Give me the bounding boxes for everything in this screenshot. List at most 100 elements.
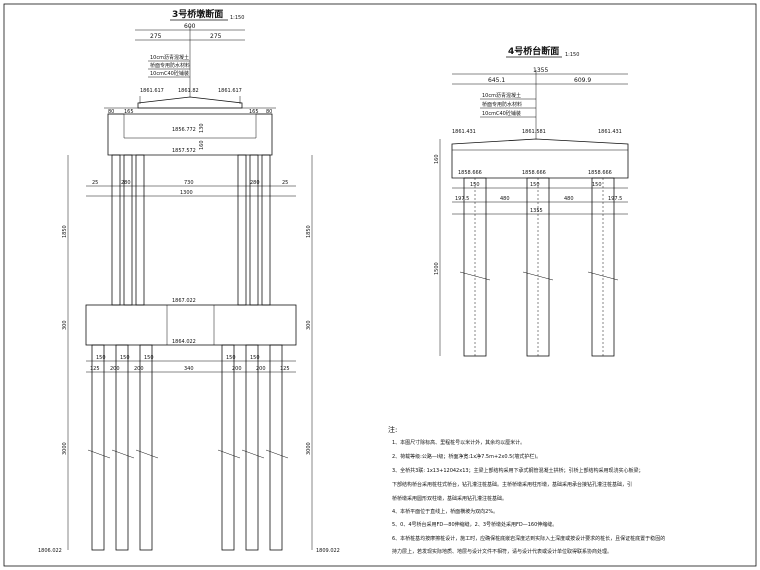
- pier3-deck: [137, 96, 243, 109]
- pier3-column: [249, 154, 259, 306]
- pier3-dim-cap-80a: 80: [108, 109, 114, 115]
- pier3-column: [135, 154, 145, 306]
- pier3-pile-dim-b: 200: [110, 366, 120, 372]
- pier3-pile: [269, 344, 283, 551]
- pier3-pile-dim-150: 150: [226, 355, 236, 361]
- pier3-elev-cap-bot: 1857.572: [172, 148, 196, 154]
- pier3-cap-inner: [108, 113, 272, 139]
- abut4-elev-cap-m: 1858.666: [522, 170, 546, 176]
- note-line: 3、全桥共3联: 1x13+12042x13；主梁上部结构采用下承式钢管混凝土拱…: [392, 467, 644, 474]
- note-line: 5、0、4号桥台采用FD—80伸缩缝，2、3号桥墩处采用FD—160伸缩缝。: [392, 521, 557, 528]
- pier3-column: [123, 154, 133, 306]
- notes-block: 注: 1、本图尺寸除标高、里程桩号以米计外，其余均以厘米计。 2、荷载等级:公路…: [388, 425, 665, 555]
- abut4-elev-mid: 1861.581: [522, 129, 546, 135]
- pier3-dim-3000-right: 3000: [306, 442, 312, 455]
- pier3-pile-dim-150: 150: [250, 355, 260, 361]
- abut4-layer-3: 10cmC40砼铺装: [482, 110, 521, 117]
- pier3-pile-dim-150: 150: [144, 355, 154, 361]
- pier3-dim-280b: 280: [250, 180, 260, 186]
- pier3-dim-275a: 275: [150, 33, 162, 40]
- abut4-elev-cap-l: 1858.666: [458, 170, 482, 176]
- abut4-pile-dim-150: 150: [470, 182, 480, 188]
- pier3-elev-cap-mid: 1856.772: [172, 127, 196, 133]
- pier3-layer-3: 10cmC40砼铺装: [150, 70, 189, 77]
- pier3-pile-dim-b: 125: [280, 366, 290, 372]
- pier3-dim-730: 730: [184, 180, 194, 186]
- pier3-piles: [87, 344, 289, 551]
- pier3-elev-pile-cap-top: 1867.022: [172, 298, 196, 304]
- pier3-pile-dim-b: 340: [184, 366, 194, 372]
- abut4-scale: 1:150: [565, 52, 579, 58]
- note-line: 6、本桥桩基均按摩擦桩设计，施工时，应确保桩底嵌岩深度达到实际入土深度或按设计要…: [392, 535, 665, 542]
- abut4-elev-left: 1861.431: [452, 129, 476, 135]
- pier3-pile: [115, 344, 129, 551]
- abut4-section: 4号桥台断面 1:150 1355 645.1 609.9 10cm沥青混凝土 …: [434, 45, 629, 357]
- pier3-pile-break-marks: [87, 449, 289, 459]
- pier3-scale: 1:150: [230, 15, 244, 21]
- abut4-piles: [459, 177, 619, 357]
- pier3-pile-dim-150: 150: [96, 355, 106, 361]
- pier3-pile-cap: [85, 304, 297, 346]
- sheet-frame: [3, 3, 757, 567]
- abut4-layer-2: 桥面专用防水材料: [482, 101, 522, 108]
- abut4-pile-break-marks: [459, 271, 619, 281]
- abut4-dim-1355: 1355: [533, 67, 548, 74]
- pier3-dim-300-left: 300: [62, 320, 68, 330]
- abut4-pile-dim-150: 150: [530, 182, 540, 188]
- pier3-cap: [107, 113, 273, 156]
- pier3-pile: [221, 344, 235, 551]
- pier3-column: [237, 154, 247, 306]
- pier3-elev-pile-cap-bot: 1864.022: [172, 339, 196, 345]
- pier3-title: 3号桥墩断面: [172, 8, 223, 20]
- abut4-elev-cap-r: 1858.666: [588, 170, 612, 176]
- pier3-dim-cap-80b: 80: [266, 109, 272, 115]
- pier3-dim-300-right: 300: [306, 320, 312, 330]
- pier3-elev-bottom-left: 1806.022: [38, 548, 62, 554]
- abut4-cap: [451, 138, 629, 179]
- abut4-span-total: 1355: [530, 208, 543, 214]
- pier3-dim-3000-left: 3000: [62, 442, 68, 455]
- pier3-pile-dim-b: 200: [134, 366, 144, 372]
- pier3-cap-vdim-130: 130: [199, 123, 205, 133]
- abut4-elev-right: 1861.431: [598, 129, 622, 135]
- pier3-dim-1850-left: 1850: [62, 225, 68, 238]
- pier3-layer-2: 桥面专用防水材料: [150, 62, 190, 69]
- abut4-dim-645: 645.1: [488, 77, 505, 84]
- pier3-dim-275b: 275: [210, 33, 222, 40]
- pier3-pile: [245, 344, 259, 551]
- abut4-dim-609: 609.9: [574, 77, 591, 84]
- pier3-pile-dim-150: 150: [120, 355, 130, 361]
- pier3-section: 3号桥墩断面 1:150 600 275 275 10cm沥青混凝土 桥面专用防…: [38, 8, 340, 554]
- pier3-layer-1: 10cm沥青混凝土: [150, 54, 189, 61]
- abut4-span-dim: 480: [564, 196, 574, 202]
- abut4-pile-dim-150: 150: [592, 182, 602, 188]
- pier3-cap-vdim-160: 160: [199, 140, 205, 150]
- abut4-span-dim: 480: [500, 196, 510, 202]
- abut4-title: 4号桥台断面: [508, 45, 559, 57]
- note-line: 1、本图尺寸除标高、里程桩号以米计外，其余均以厘米计。: [392, 439, 525, 446]
- pier3-pile-dim-b: 200: [232, 366, 242, 372]
- pier3-column: [111, 154, 121, 306]
- pier3-elev-top-mid: 1861.82: [178, 88, 199, 94]
- pier3-elev-top-left: 1861.617: [140, 88, 164, 94]
- note-line: 桥桥墩采用圆形双柱墩，基础采用钻孔灌注桩基础。: [392, 495, 507, 502]
- abut4-span-dim: 197.5: [455, 196, 469, 202]
- abut4-span-dim: 197.5: [608, 196, 622, 202]
- note-line: 持力层上，若发现实际地质、地层与设计文件不相符，请与设计代表或设计单位取得联系协…: [392, 548, 612, 555]
- pier3-pile: [91, 344, 105, 551]
- abut4-dim-160: 160: [434, 154, 440, 164]
- pier3-pile-dim-b: 200: [256, 366, 266, 372]
- note-line: 下部结构桥台采用桩柱式桥台，钻孔灌注桩基础。主桥桥墩采用柱形墩，基础采用承台接钻…: [392, 481, 632, 488]
- pier3-elev-top-right: 1861.617: [218, 88, 242, 94]
- note-line: 2、荷载等级:公路—Ⅰ级；桥面净宽:1x净7.5m+2x0.5(墙式护栏)。: [392, 453, 541, 460]
- abut4-dim-1500: 1500: [434, 262, 440, 275]
- pier3-column: [261, 154, 271, 306]
- notes-heading: 注:: [388, 425, 397, 434]
- pier3-dim-25a: 25: [92, 180, 98, 186]
- pier3-dim-280a: 280: [121, 180, 131, 186]
- note-line: 4、本桥平面位于直线上，桥面横坡为双向2%。: [392, 508, 498, 515]
- pier3-columns: [111, 154, 271, 306]
- pier3-dim-1850-right: 1850: [306, 225, 312, 238]
- pier3-dim-cap-165a: 165: [124, 109, 134, 115]
